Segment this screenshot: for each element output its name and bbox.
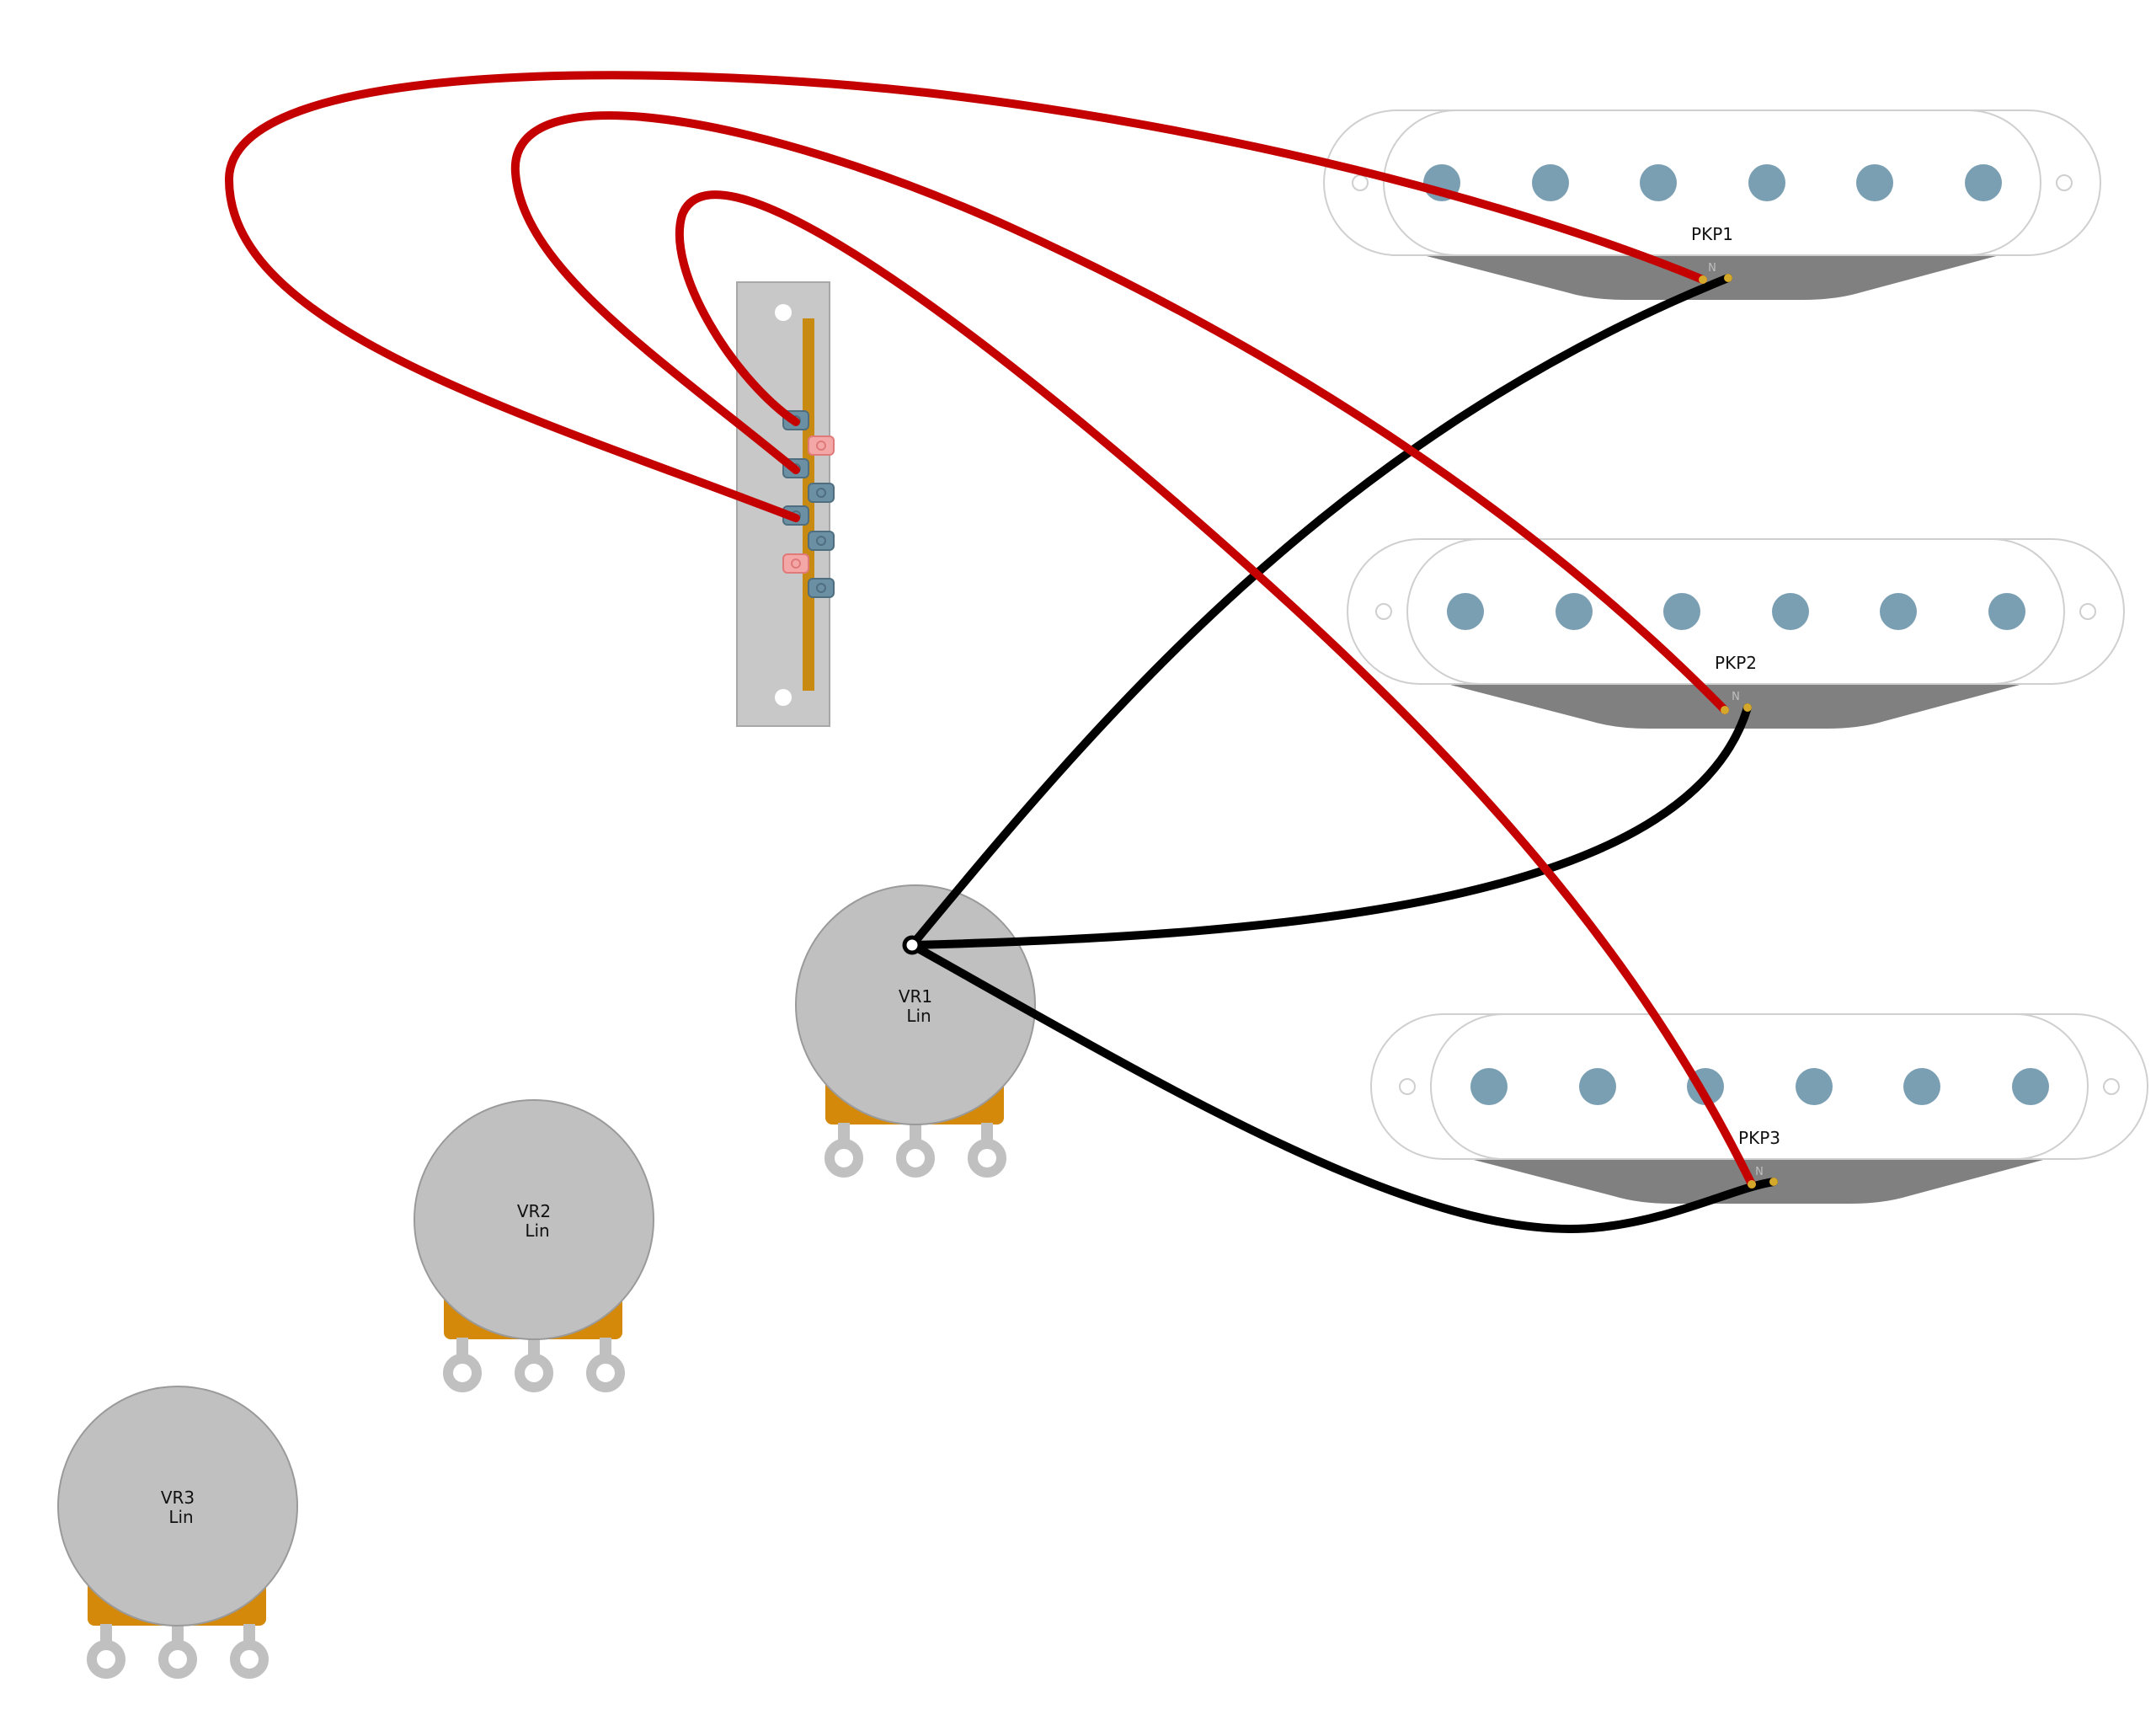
pole-piece [1556,593,1593,630]
solder-point-pkp1-ground [1724,274,1732,282]
pickup-label: PKP3 [1738,1128,1780,1148]
mount-hole [1352,174,1369,191]
switch-mount-hole [775,689,792,706]
pot-lug[interactable] [968,1139,1006,1178]
pickup-cover [1430,1013,2089,1160]
wire-black-vr1-pkp1[interactable] [908,274,1732,949]
pot-lug[interactable] [896,1139,935,1178]
pickup-bracket [1423,255,1999,300]
pot-vr1[interactable]: VR1 Lin [795,884,1036,1178]
pole-piece [1988,593,2025,630]
mount-hole [2079,603,2096,620]
solder-point-pkp2-ground [1743,703,1752,712]
pot-name: VR1 [899,986,932,1007]
pole-label: N [1732,691,1740,703]
pot-lug[interactable] [230,1640,269,1679]
pole-piece [1532,164,1569,201]
pot-body [57,1386,298,1627]
pot-lug[interactable] [515,1354,553,1392]
lug-hole [816,583,826,593]
wires [224,71,1778,1233]
pot-vr3[interactable]: VR3 Lin [57,1386,298,1679]
switch-lug[interactable] [808,578,835,598]
pot-lug[interactable] [586,1354,625,1392]
pole-piece [1880,593,1917,630]
pot-body [414,1099,654,1340]
pot-name: VR2 [517,1201,551,1221]
pot-lug[interactable] [158,1640,197,1679]
pickup-bracket [1447,684,2023,729]
pot-taper: Lin [168,1507,193,1527]
pot-taper: Lin [525,1221,549,1241]
pickup-pkp2[interactable]: PKP2 N [1347,538,2125,729]
pole-piece [1796,1068,1833,1105]
switch-bar [803,318,814,691]
pole-piece [1579,1068,1616,1105]
switch-mount-hole [775,304,792,321]
wire-red-switch-pkp2[interactable] [510,111,1729,714]
switch-lug[interactable] [782,553,809,574]
wire-red-switch-pkp1[interactable] [224,71,1707,522]
mount-hole [1375,603,1392,620]
solder-point-vr1-ground [902,935,922,955]
pot-vr2[interactable]: VR2 Lin [414,1099,654,1392]
lug-hole [791,558,801,569]
switch-lug[interactable] [808,435,835,456]
pole-piece [1447,593,1484,630]
pole-piece [1965,164,2002,201]
pole-piece [1470,1068,1508,1105]
switch-lug[interactable] [808,483,835,503]
solder-point-pkp2-hot [1721,706,1729,714]
solder-point-pkp1-hot [1699,275,1707,284]
pickup-pkp1[interactable]: PKP1 N [1323,110,2101,300]
pole-label: N [1755,1166,1764,1178]
mount-hole [2103,1078,2120,1095]
mount-hole [1399,1078,1416,1095]
pole-piece [1640,164,1677,201]
pot-taper: Lin [906,1006,931,1026]
pickup-label: PKP1 [1691,224,1733,244]
pot-lug[interactable] [825,1139,863,1178]
pot-name: VR3 [161,1488,195,1508]
pot-lug[interactable] [443,1354,482,1392]
pickup-pkp3[interactable]: PKP3 N [1370,1013,2148,1204]
switch-lug[interactable] [808,531,835,551]
lug-hole [816,441,826,451]
wire-red-switch-pkp3[interactable] [675,190,1756,1189]
pole-piece [2012,1068,2049,1105]
wire-black-vr1-pkp2[interactable] [908,703,1752,949]
pole-piece [1856,164,1893,201]
wire-black-vr1-pkp3[interactable] [908,941,1778,1233]
pole-label: N [1708,262,1716,275]
pole-piece [1748,164,1785,201]
pole-piece [1772,593,1809,630]
pole-piece [1903,1068,1940,1105]
lug-hole [816,488,826,498]
pickup-cover [1383,110,2041,256]
pot-lug[interactable] [87,1640,125,1679]
pickup-label: PKP2 [1715,653,1757,673]
lug-hole [816,536,826,546]
solder-point-pkp3-ground [1769,1178,1778,1186]
solder-point-pkp3-hot [1748,1180,1756,1189]
pole-piece [1663,593,1700,630]
mount-hole [2056,174,2073,191]
